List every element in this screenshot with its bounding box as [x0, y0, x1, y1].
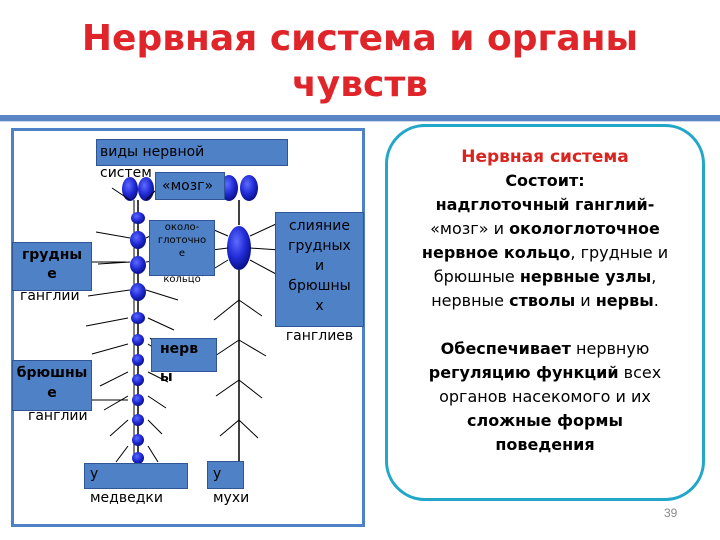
- brain-label: «мозг»: [162, 178, 214, 194]
- fly-label-line-2: мухи: [213, 490, 250, 506]
- types-label-line-2: систем: [100, 165, 152, 181]
- abdominal-label-line-2: е: [47, 385, 57, 401]
- abdominal-label-line-3: ганглии: [28, 408, 88, 424]
- mole-ganglia: [130, 212, 146, 464]
- fusion-label-line-3: и: [314, 258, 325, 274]
- abdominal-label-line-1: брюшны: [16, 365, 88, 381]
- card-line-4: нервное кольцо, грудные и: [395, 241, 695, 265]
- card-line-3b: окологлоточное: [509, 219, 660, 238]
- fusion-label-line-5: х: [315, 298, 324, 314]
- thoracic-label-line-1: грудны: [21, 247, 83, 263]
- fusion-label-line-6: ганглиев: [285, 328, 354, 344]
- card-line-5a: брюшные: [433, 267, 520, 286]
- types-label-box: [96, 139, 288, 166]
- description-text: Нервная система Состоит: надглоточный га…: [395, 145, 695, 457]
- card-line-7b: нервную: [570, 339, 650, 358]
- nerves-label-line-1: нерв: [160, 341, 199, 357]
- thoracic-label-line-2: е: [47, 266, 57, 282]
- card-line-5b: нервные узлы: [519, 267, 652, 286]
- card-line-6: нервные стволы и нервы.: [395, 289, 695, 313]
- card-line-8a: регуляцию функций: [428, 363, 619, 382]
- card-line-11: поведения: [495, 435, 595, 454]
- title-underline: [0, 115, 720, 121]
- slide-title-line-2: чувств: [292, 64, 428, 105]
- ring-label-line-4: кольцо: [163, 274, 201, 285]
- fusion-label-line-2: грудных: [288, 238, 351, 254]
- mole-cricket-nervous-system: [85, 177, 179, 464]
- card-line-6c: и: [575, 291, 596, 310]
- thoracic-label-line-3: ганглии: [20, 288, 80, 304]
- brain-lobe-right: [138, 177, 154, 201]
- ring-label-line-3: е: [178, 248, 186, 259]
- brain-label-box: [155, 172, 225, 200]
- fusion-label-line-4: брюшны: [288, 278, 351, 294]
- mole-label-line-1: у: [90, 466, 99, 482]
- fly-label-line-1: у: [213, 466, 222, 482]
- fly-brain-lobe-right: [240, 175, 258, 201]
- nerves-label-line-2: ы: [160, 369, 173, 385]
- types-label-line-1: виды нервной: [100, 144, 205, 160]
- card-line-1: Состоит:: [505, 171, 585, 190]
- title-underline-shadow: [0, 121, 720, 122]
- brain-lobe-left: [122, 177, 138, 201]
- fly-nervous-system: [195, 175, 281, 462]
- card-line-8: регуляцию функций всех: [395, 361, 695, 385]
- card-line-9: органов насекомого и их: [439, 387, 651, 406]
- slide-title: Нервная система и органы чувств: [0, 16, 720, 108]
- ring-label-box: [149, 220, 215, 276]
- thoracic-label-box: [12, 242, 92, 291]
- card-line-4b: , грудные и: [570, 243, 669, 262]
- card-line-2: надглоточный ганглий-: [435, 195, 655, 214]
- mole-label-box: [84, 463, 188, 489]
- page-number: 39: [664, 506, 678, 520]
- card-line-6b: стволы: [509, 291, 576, 310]
- card-line-7a: Обеспечивает: [440, 339, 571, 358]
- mole-label-line-2: медведки: [90, 490, 163, 506]
- abdominal-label-box: [12, 360, 92, 411]
- fusion-label-line-1: слияние: [288, 218, 351, 234]
- card-line-8b: всех: [618, 363, 662, 382]
- ring-label-line-2: глоточно: [157, 235, 207, 246]
- card-line-3a: «мозг» и: [430, 219, 510, 238]
- card-line-3: «мозг» и окологлоточное: [395, 217, 695, 241]
- card-line-5c: ,: [651, 267, 657, 286]
- card-line-6a: нервные: [431, 291, 510, 310]
- fly-fused-ganglion: [227, 226, 251, 270]
- card-line-4a: нервное кольцо: [421, 243, 571, 262]
- ring-label-line-1: около-: [164, 222, 200, 233]
- card-title: Нервная система: [461, 147, 629, 167]
- description-card: [385, 124, 705, 501]
- nerves-label-box: [151, 338, 217, 372]
- card-spacer: [395, 313, 695, 337]
- fly-label-box: [207, 461, 244, 489]
- card-line-7: Обеспечивает нервную: [395, 337, 695, 361]
- card-line-10: сложные формы: [467, 411, 623, 430]
- card-line-5: брюшные нервные узлы,: [395, 265, 695, 289]
- card-line-6e: .: [653, 291, 659, 310]
- slide-title-line-1: Нервная система и органы: [81, 18, 639, 59]
- fusion-label-box: [275, 212, 364, 327]
- card-line-6d: нервы: [595, 291, 654, 310]
